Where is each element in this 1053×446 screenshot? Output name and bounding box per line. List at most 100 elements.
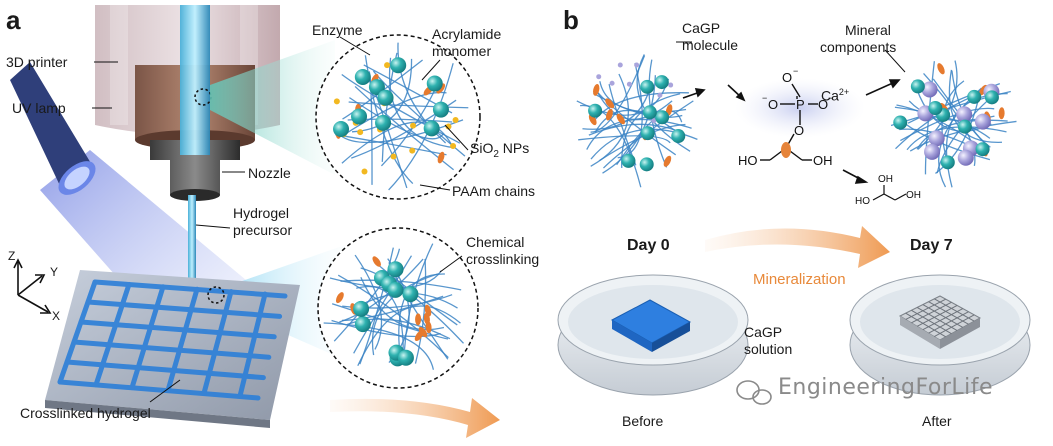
- silica-nanoparticle: [928, 101, 943, 116]
- acrylamide-monomer: [361, 168, 368, 175]
- polymer-chain: [388, 57, 456, 149]
- silica-nanoparticle: [654, 75, 669, 90]
- watermark-text: EngineeringForLife: [778, 375, 994, 400]
- polymer-chain: [936, 97, 991, 174]
- axes: [13, 258, 52, 314]
- lattice-column: [165, 286, 200, 393]
- label-precursor: precursor: [233, 222, 293, 238]
- scaffold-line: [911, 309, 952, 335]
- acrylamide-monomer: [452, 117, 459, 124]
- enzyme: [372, 256, 381, 267]
- label-crosslinked-hydrogel: Crosslinked hydrogel: [20, 405, 151, 421]
- glycerol-structure: [872, 185, 907, 201]
- scaffold-line: [922, 304, 964, 328]
- lattice-column: [129, 284, 166, 391]
- silica-nanoparticle: [387, 281, 404, 298]
- mineral-particle: [921, 81, 938, 98]
- lattice-column: [201, 289, 234, 396]
- nozzle-tip-marker: [207, 286, 225, 304]
- chem-o-link: O: [794, 123, 805, 138]
- silica-nanoparticle: [387, 261, 404, 278]
- acrylamide-monomer: [390, 153, 397, 160]
- hydrogel-lattice: [57, 279, 288, 401]
- label-chemical: Chemical: [466, 234, 525, 250]
- zoom-cone-top: [210, 40, 335, 175]
- label-uv-lamp: UV lamp: [12, 100, 66, 116]
- label-mineral: Mineral: [845, 22, 891, 38]
- network-after: [890, 60, 1017, 188]
- polymer-chain: [333, 248, 401, 342]
- acrylamide-monomer: [409, 147, 416, 154]
- network-before: [576, 54, 698, 188]
- silica-nanoparticle: [588, 103, 603, 118]
- polymer-chain: [948, 69, 1003, 143]
- label-crosslinking: crosslinking: [466, 251, 540, 267]
- polymer-chain: [924, 61, 935, 175]
- enzyme: [425, 321, 432, 334]
- phosphate-glow: [735, 78, 865, 138]
- polymer-chain: [339, 119, 464, 144]
- chem-glycerol-oh-top: OH: [878, 174, 893, 185]
- polymer-chain: [339, 258, 424, 323]
- enzyme: [437, 151, 445, 164]
- silica-nanoparticle: [351, 108, 368, 125]
- acrylamide-monomer: [450, 143, 457, 150]
- mineral-particle: [957, 149, 974, 166]
- silica-nanoparticle: [402, 286, 419, 303]
- polymer-chain: [356, 285, 404, 363]
- mineral-particle: [924, 143, 941, 160]
- polymer-chain: [340, 279, 462, 291]
- cagp-dot: [651, 118, 657, 124]
- chem-glycerol-oh: OH: [906, 190, 921, 201]
- scaffold-line: [934, 298, 975, 322]
- axis-z-label: Z: [8, 249, 16, 263]
- silica-nanoparticle: [375, 114, 392, 131]
- lattice-row: [64, 359, 266, 381]
- polymer-chain: [906, 126, 1007, 151]
- polymer-chain: [388, 63, 454, 191]
- polymer-chain: [352, 58, 413, 133]
- acrylamide-monomer: [410, 122, 417, 129]
- lattice-column: [57, 279, 98, 385]
- label-cagp: CaGP: [682, 20, 721, 36]
- silica-nanoparticle: [353, 300, 370, 317]
- polymer-chain: [341, 295, 444, 322]
- silica-nanoparticle: [671, 129, 686, 144]
- silica-nanoparticle: [621, 153, 636, 168]
- silica-nanoparticle: [940, 155, 955, 170]
- polymer-chain: [594, 88, 677, 156]
- lattice-row: [57, 379, 261, 401]
- label-ca-ion: Ca2+: [821, 87, 850, 104]
- enzyme: [663, 155, 672, 167]
- cagp-dot: [626, 81, 632, 87]
- chem-ho: HO: [738, 153, 758, 168]
- silica-nanoparticle: [639, 157, 654, 172]
- enzyme: [335, 292, 344, 304]
- silica-nanoparticle: [893, 115, 908, 130]
- polymer-chain: [360, 276, 445, 331]
- leaders-a: [92, 61, 245, 403]
- silica-nanoparticle: [426, 75, 443, 92]
- progress-arrow-a: [330, 398, 500, 438]
- silica-nanoparticle: [967, 89, 982, 104]
- chem-p: P: [796, 97, 805, 112]
- zoom-circle-crosslinked: [317, 227, 479, 389]
- silica-nanoparticle: [984, 90, 999, 105]
- polymer-chain: [357, 305, 461, 367]
- enzyme: [605, 108, 613, 121]
- polymer-chain: [945, 92, 1008, 188]
- panel-a-letter: a: [6, 5, 21, 35]
- enzyme: [593, 84, 600, 96]
- enzyme: [937, 63, 945, 75]
- label-nozzle: Nozzle: [248, 165, 291, 181]
- silica-nanoparticle: [640, 126, 655, 141]
- silica-nanoparticle: [642, 105, 657, 120]
- enzyme: [588, 114, 597, 126]
- chem-minus-left: −: [762, 93, 768, 103]
- scaffold-line: [905, 312, 946, 338]
- cagp-dot: [668, 82, 674, 88]
- label-enzyme: Enzyme: [312, 22, 363, 38]
- axis-x-label: X: [52, 309, 61, 323]
- label-paam-chains: PAAm chains: [452, 183, 535, 199]
- label-molecule: molecule: [682, 37, 739, 53]
